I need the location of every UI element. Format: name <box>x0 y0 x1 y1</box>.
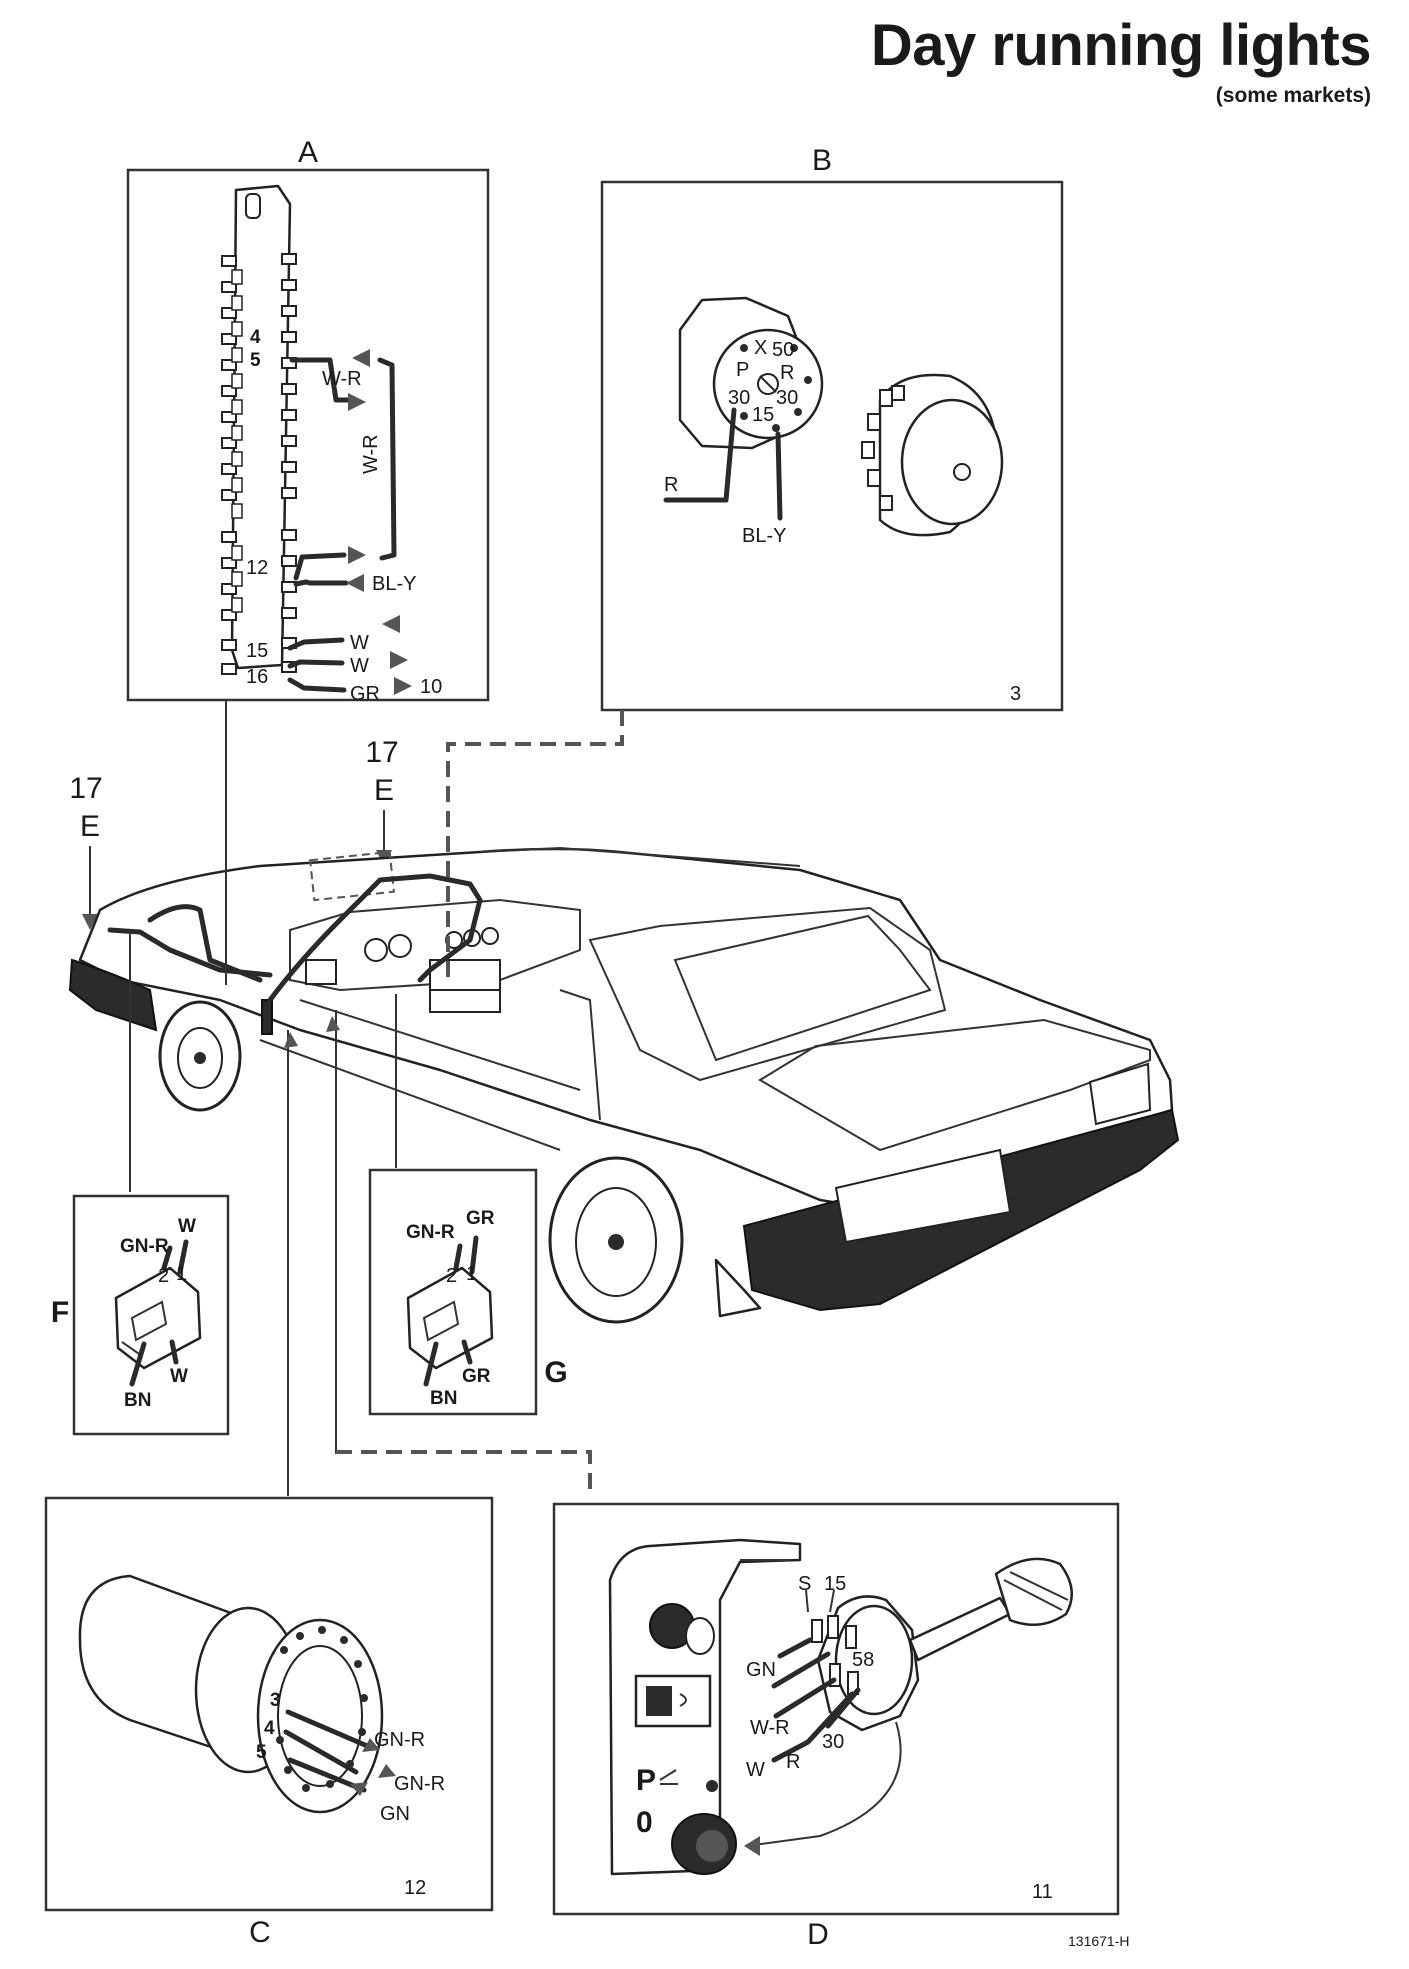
wire-bl-y <box>293 579 349 587</box>
wire-w-r-out <box>289 357 353 403</box>
terminal-30-b: 30 <box>776 387 798 409</box>
page-subtitle: (some markets) <box>1215 84 1371 107</box>
pin-15-label: 15 <box>246 640 268 662</box>
panel-c-number: 12 <box>404 1877 426 1899</box>
terminal-50: 50 <box>772 339 794 361</box>
wire-a-gr-label: GR <box>350 683 380 705</box>
terminal-30-a: 30 <box>728 387 750 409</box>
switch-position-0: 0 <box>636 1806 653 1839</box>
panel-a-letter: A <box>298 136 318 169</box>
pin-c-3: 3 <box>270 1690 281 1711</box>
terminal-58: 58 <box>852 1649 874 1671</box>
panel-d-letter: D <box>807 1918 829 1951</box>
panel-b-frame <box>600 180 1064 712</box>
label-e-left: 17 E <box>69 772 103 930</box>
panel-f: F GN-R W 2 1 BN W <box>51 1194 230 1436</box>
panel-d: D P 0 <box>552 1502 1120 1951</box>
wire-c-gn-r-2: GN-R <box>394 1773 445 1795</box>
wire-w-r-return <box>293 552 347 581</box>
wire-gr <box>287 677 347 693</box>
wire-d-gn: GN <box>746 1659 776 1681</box>
wire-d-w-r: W-R <box>750 1717 790 1739</box>
car-illustration <box>68 846 1180 1324</box>
panel-a: A <box>126 136 490 705</box>
panel-g-letter: G <box>544 1356 567 1389</box>
pin-c-4: 4 <box>264 1718 275 1739</box>
panel-a-frame <box>126 168 490 702</box>
pin-12-label: 12 <box>246 557 268 579</box>
pin-g-1: 1 <box>466 1263 477 1285</box>
pin-g-2: 2 <box>446 1265 457 1287</box>
front-wheel <box>158 1000 242 1112</box>
terminal-15: 15 <box>752 404 774 426</box>
panel-g: G GN-R GR 2 1 BN GR <box>368 1168 568 1416</box>
wire-f-w-top: W <box>178 1216 196 1237</box>
panel-c-frame <box>44 1496 494 1912</box>
terminal-x: X <box>754 337 767 359</box>
wire-bl-y <box>775 431 783 521</box>
wire-f-bn: BN <box>124 1390 151 1411</box>
wire-g-gn-r: GN-R <box>406 1222 455 1243</box>
pin-4-label: 4 <box>250 327 261 348</box>
wire-a-w2-label: W <box>350 655 369 677</box>
wire-a-w1-label: W <box>350 632 369 654</box>
wire-f-gn-r: GN-R <box>120 1236 169 1257</box>
figure-reference: 131671-H <box>1068 1933 1130 1949</box>
e-top-letter: E <box>374 774 394 807</box>
wire-a-w-r-vertical-label: W-R <box>360 434 382 474</box>
pin-5-label: 5 <box>250 350 261 371</box>
terminal-p: P <box>736 359 749 381</box>
e-top-number: 17 <box>365 736 398 769</box>
wire-c-gn-r-1: GN-R <box>374 1729 425 1751</box>
switch-position-p: P <box>636 1764 656 1797</box>
wire-a-w-r-label: W-R <box>322 368 362 390</box>
pin-16-label: 16 <box>246 666 268 688</box>
wire-w-2 <box>287 659 345 669</box>
panel-d-frame <box>552 1502 1120 1916</box>
e-left-number: 17 <box>69 772 102 805</box>
wire-arrows-a <box>346 349 412 695</box>
wire-w-r-loop <box>377 357 397 561</box>
panel-b-number: 3 <box>1010 683 1021 705</box>
terminal-tabs <box>221 253 297 675</box>
wire-f-w-bottom: W <box>170 1366 188 1387</box>
page-title: Day running lights <box>870 13 1372 78</box>
rear-wheel <box>548 1156 762 1324</box>
panel-f-frame <box>72 1194 230 1436</box>
pin-f-1: 1 <box>176 1263 187 1285</box>
lock-cylinder <box>861 373 1004 537</box>
panel-c: C 3 4 5 GN-R GN-R GN 12 <box>44 1496 494 1949</box>
panel-b: B X 50 P R 30 30 15 R B <box>600 144 1064 712</box>
leader-lines <box>129 700 624 1498</box>
panel-f-letter: F <box>51 1296 69 1329</box>
terminal-30: 30 <box>822 1731 844 1753</box>
wire-b-r-label: R <box>664 474 678 496</box>
wire-g-bn: BN <box>430 1388 457 1409</box>
terminal-15: 15 <box>824 1573 846 1595</box>
ref-10-label: 10 <box>420 676 442 698</box>
wire-w-1 <box>287 637 345 651</box>
wire-r <box>663 407 737 503</box>
pin-c-5: 5 <box>256 1742 267 1763</box>
panel-d-number: 11 <box>1032 1881 1053 1903</box>
wire-g-gr-top: GR <box>466 1208 495 1229</box>
e-left-letter: E <box>80 810 100 843</box>
terminal-s: S <box>798 1573 811 1595</box>
wire-d-r: R <box>786 1751 800 1773</box>
pin-f-2: 2 <box>158 1265 169 1287</box>
wire-a-bl-y-label: BL-Y <box>372 573 416 595</box>
panel-b-letter: B <box>812 144 832 177</box>
label-e-top: 17 E <box>365 736 399 866</box>
wire-b-bl-y-label: BL-Y <box>742 525 786 547</box>
panel-g-frame <box>368 1168 538 1416</box>
wire-d-w: W <box>746 1759 765 1781</box>
panel-c-letter: C <box>249 1916 271 1949</box>
terminal-r: R <box>780 362 794 384</box>
wire-c-gn: GN <box>380 1803 410 1825</box>
wire-g-gr-bottom: GR <box>462 1366 491 1387</box>
